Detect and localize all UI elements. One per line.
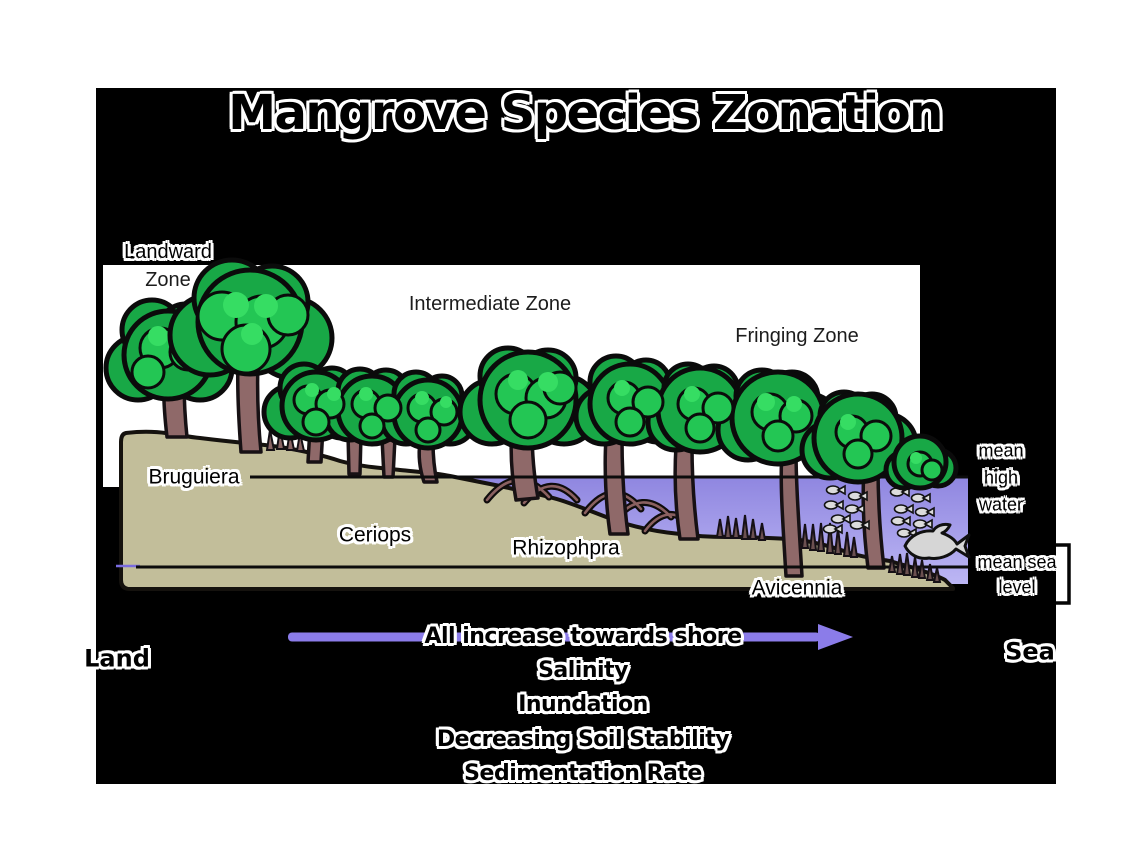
label-land: Land <box>84 644 150 673</box>
mean-high-water-line2: high <box>983 467 1019 488</box>
mean-high-water-line1: mean <box>978 440 1024 461</box>
label-inundation: Inundation <box>518 691 648 717</box>
pneumatophores <box>715 514 942 583</box>
label-sedimentation-rate: Sedimentation Rate <box>464 760 702 786</box>
label-salinity: Salinity <box>538 657 628 683</box>
mean-sea-level-line2: level <box>998 577 1036 597</box>
label-mean-high-water: mean high water <box>978 438 1023 519</box>
label-intermediate-zone: Intermediate Zone <box>408 293 572 315</box>
big-fish-icon <box>903 522 971 560</box>
fish-school <box>822 484 935 539</box>
label-landward-zone-line2: Zone <box>145 269 191 291</box>
label-mean-sea-level: mean sea level <box>977 550 1056 600</box>
label-increase-towards-shore: All increase towards shore <box>424 623 742 649</box>
label-bruguiera: Bruguiera <box>148 465 240 489</box>
tidal-range-bracket <box>1056 543 1071 605</box>
page-title: Mangrove Species Zonation <box>228 85 943 142</box>
label-landward-zone-line1: Landward <box>124 241 212 263</box>
mean-high-water-line3: water <box>978 494 1023 515</box>
label-ceriops: Ceriops <box>338 523 412 547</box>
label-fringing-zone: Fringing Zone <box>735 325 859 347</box>
mean-sea-level-line1: mean sea <box>977 552 1057 572</box>
label-rhizophora: Rhizophpra <box>512 536 620 560</box>
label-decreasing-soil-stability: Decreasing Soil Stability <box>436 726 730 752</box>
tree-canopies <box>103 257 959 491</box>
label-sea: Sea <box>1005 637 1055 666</box>
label-avicennia: Avicennia <box>751 576 843 600</box>
land-profile <box>119 429 955 591</box>
increase-arrow <box>288 624 853 650</box>
